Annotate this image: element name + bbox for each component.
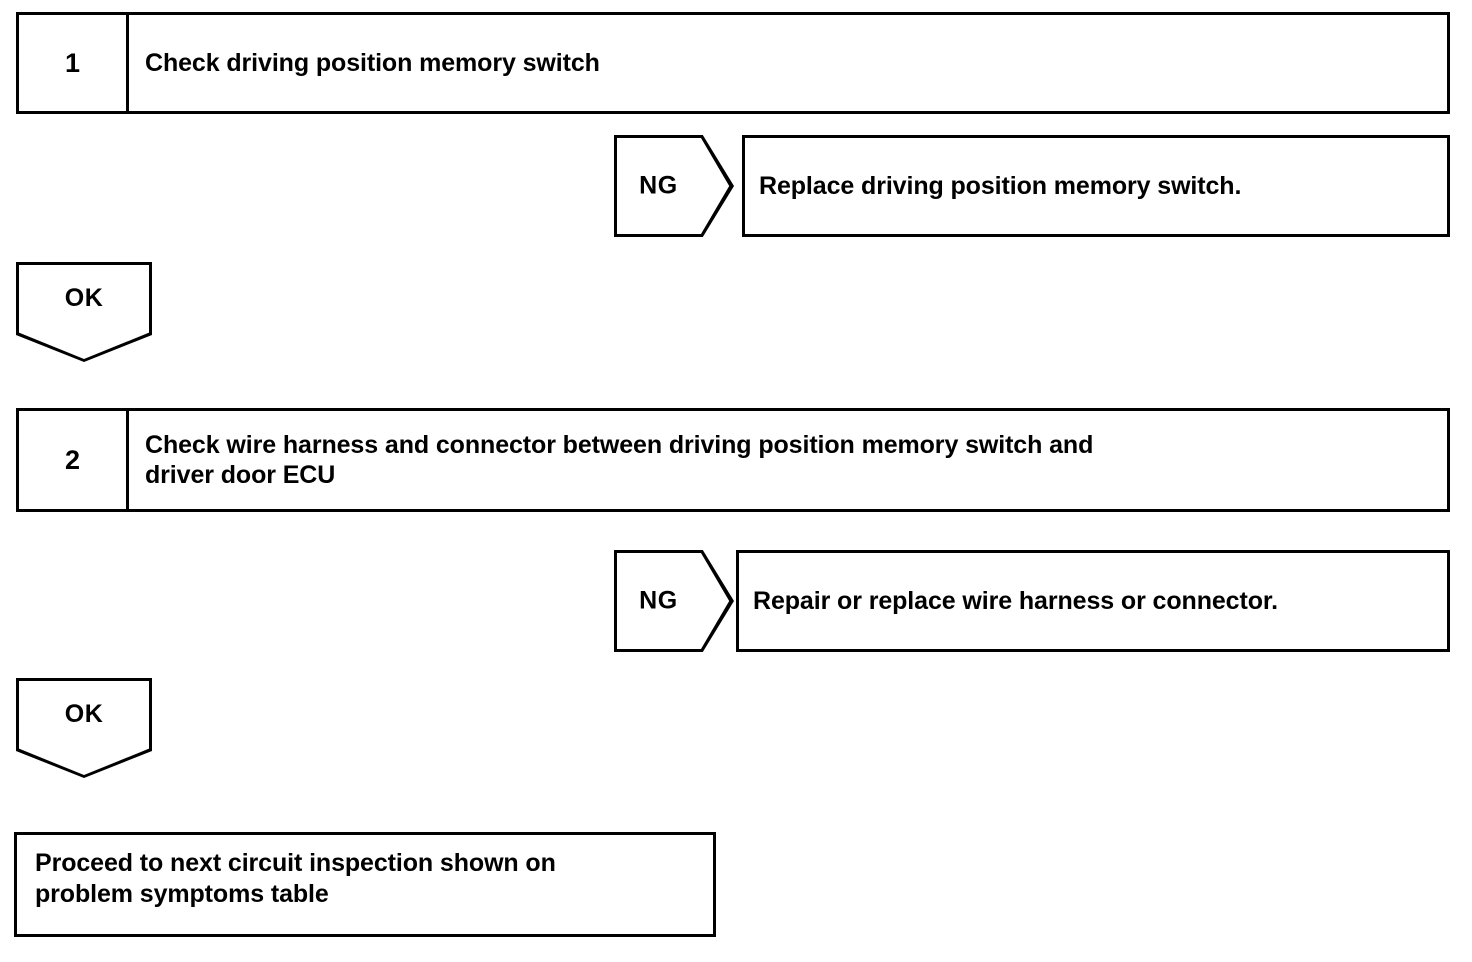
step-2-ng-action-box: Repair or replace wire harness or connec… xyxy=(736,550,1450,652)
proceed-line-1: Proceed to next circuit inspection shown… xyxy=(35,849,556,877)
step-2-ng-arrow: NG xyxy=(614,550,734,652)
ng-arrow-left-edge-2 xyxy=(614,550,617,652)
step-2-ng-action-text: Repair or replace wire harness or connec… xyxy=(753,586,1278,615)
step-2-number: 2 xyxy=(19,411,129,509)
step-1-ok-arrow: OK xyxy=(16,262,152,362)
step-2-ok-label: OK xyxy=(64,700,104,728)
step-1-ng-action-text: Replace driving position memory switch. xyxy=(759,171,1242,200)
step-2-title-line-1: Check wire harness and connector between… xyxy=(145,430,1094,459)
step-1-ok-label: OK xyxy=(64,284,104,312)
proceed-line-2: problem symptoms table xyxy=(35,880,329,908)
step-2-title-line-2: driver door ECU xyxy=(145,461,336,489)
step-2-ng-label: NG xyxy=(639,586,678,615)
step-1-ng-label: NG xyxy=(639,171,678,200)
step-1-ng-arrow: NG xyxy=(614,135,734,237)
ng-arrow-left-edge-1 xyxy=(614,135,617,237)
step-2-ok-arrow: OK xyxy=(16,678,152,778)
step-1-title-text: Check driving position memory switch xyxy=(145,48,600,77)
proceed-next-inspection-box: Proceed to next circuit inspection shown… xyxy=(14,832,716,937)
step-1-title: Check driving position memory switch xyxy=(129,15,1447,111)
step-1-number: 1 xyxy=(19,15,129,111)
step-1-box: 1 Check driving position memory switch xyxy=(16,12,1450,114)
step-2-box: 2 Check wire harness and connector betwe… xyxy=(16,408,1450,512)
step-2-title: Check wire harness and connector between… xyxy=(129,411,1447,509)
step-1-ng-action-box: Replace driving position memory switch. xyxy=(742,135,1450,237)
